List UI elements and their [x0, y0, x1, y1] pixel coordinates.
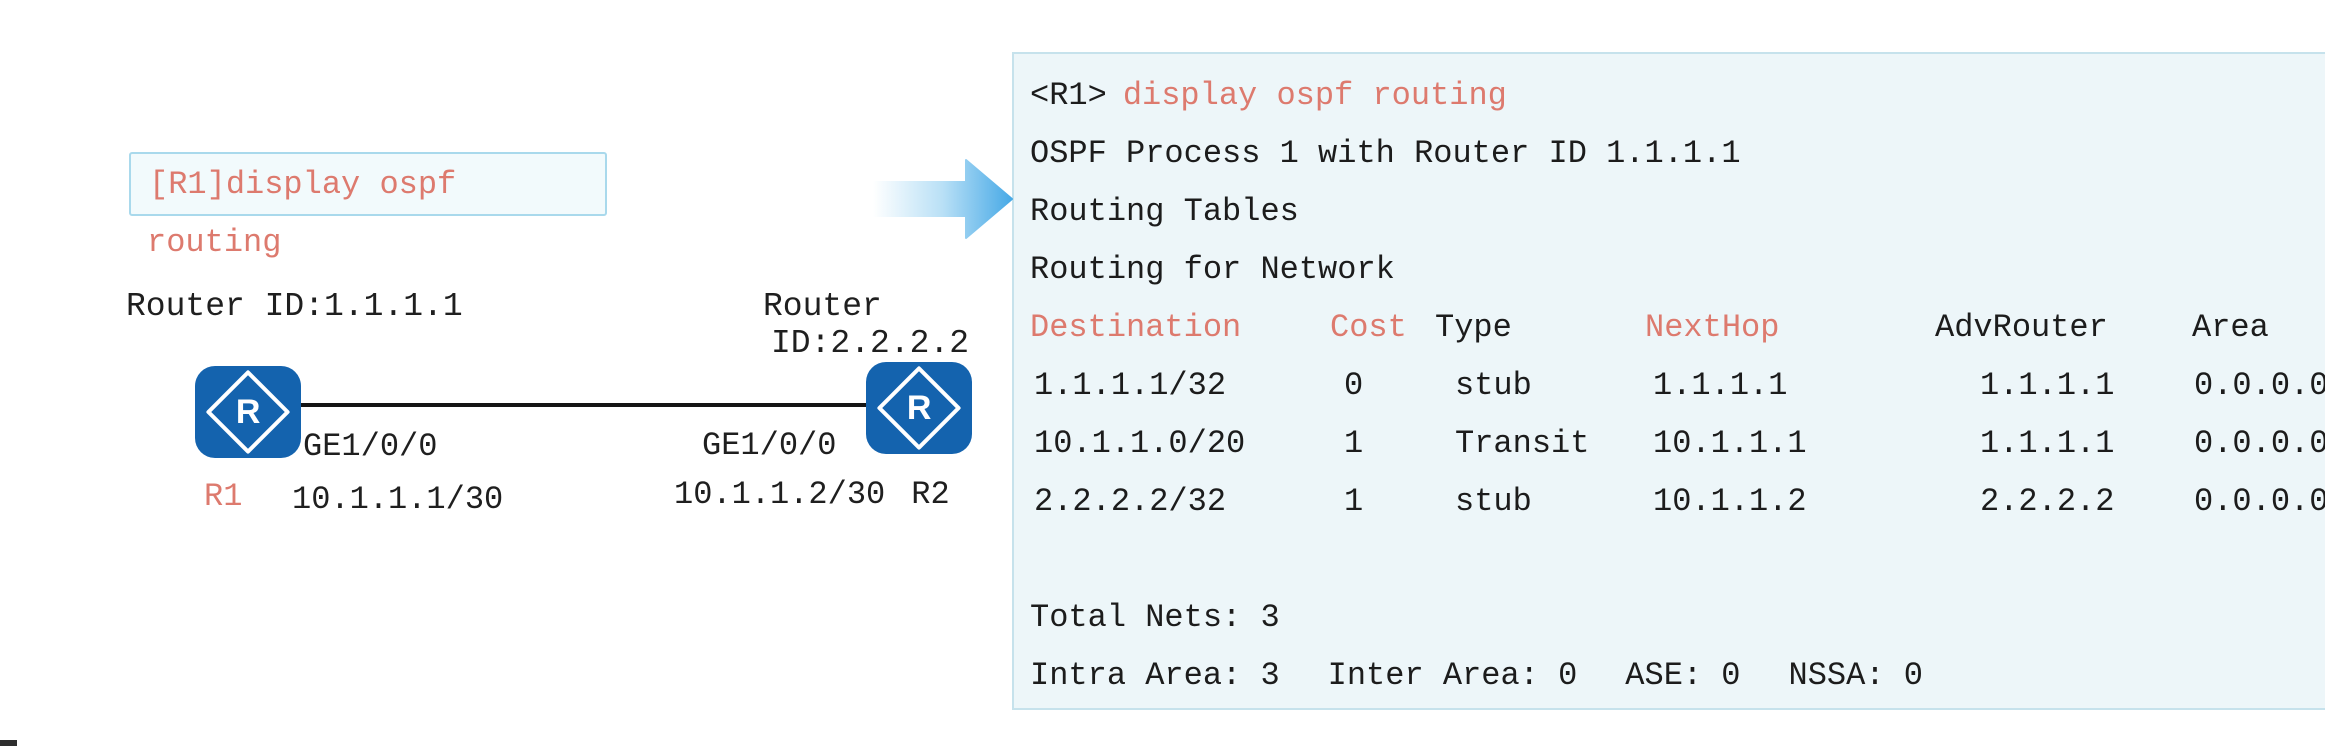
route-area: 0.0.0.0: [2194, 366, 2325, 404]
route-type: stub: [1455, 482, 1532, 520]
route-cost: 1: [1344, 424, 1364, 462]
blank-line: [1030, 530, 2325, 588]
ospf-process-line: OSPF Process 1 with Router ID 1.1.1.1: [1030, 134, 1741, 172]
ip-and-name-r2: 10.1.1.2/30 R2: [674, 476, 950, 513]
terminal-output-panel: <R1> display ospf routing OSPF Process 1…: [1012, 52, 2325, 710]
column-header-advrouter: AdvRouter: [1935, 308, 2108, 346]
route-destination: 1.1.1.1/32: [1034, 366, 1227, 404]
route-destination: 2.2.2.2/32: [1034, 482, 1227, 520]
interface-label-r1: GE1/0/0: [303, 428, 438, 465]
cli-command: display ospf routing: [1122, 76, 1507, 114]
route-nexthop: 10.1.1.2: [1653, 482, 1807, 520]
route-cost: 0: [1344, 366, 1364, 404]
ip-label-r1: 10.1.1.1/30: [292, 481, 504, 518]
router-icon-r1: R: [195, 366, 301, 458]
summary-ase: ASE: 0: [1625, 656, 1741, 694]
router-id-r2-line2: ID:2.2.2.2: [771, 325, 970, 362]
interface-label-r2: GE1/0/0: [702, 427, 837, 464]
command-text-line1: [R1]display ospf: [149, 165, 457, 203]
route-advrouter: 2.2.2.2: [1980, 482, 2115, 520]
route-destination: 10.1.1.0/20: [1034, 424, 1246, 462]
router-diamond-icon: R: [876, 365, 962, 451]
area-summary-line: Intra Area: 3 Inter Area: 0 ASE: 0 NSSA:…: [1030, 646, 2325, 704]
column-header-type: Type: [1435, 308, 1512, 346]
route-area: 0.0.0.0: [2194, 424, 2325, 462]
summary-nssa: NSSA: 0: [1788, 656, 1923, 694]
route-type: Transit: [1455, 424, 1590, 462]
cli-prompt: <R1>: [1030, 76, 1107, 114]
summary-inter-area: Inter Area: 0: [1327, 656, 1578, 694]
command-text-line2: routing: [147, 224, 282, 261]
route-advrouter: 1.1.1.1: [1980, 424, 2115, 462]
column-header-nexthop: NextHop: [1645, 308, 1780, 346]
route-row: 1.1.1.1/32 0 stub 1.1.1.1 1.1.1.1 0.0.0.0: [1030, 356, 2325, 414]
route-row: 10.1.1.0/20 1 Transit 10.1.1.1 1.1.1.1 0.0.0.…: [1030, 414, 2325, 472]
column-header-destination: Destination: [1030, 308, 1242, 346]
summary-intra-area: Intra Area: 3: [1030, 656, 1280, 694]
route-cost: 1: [1344, 482, 1364, 520]
column-header-cost: Cost: [1330, 308, 1407, 346]
route-nexthop: 1.1.1.1: [1653, 366, 1788, 404]
router-id-label-r2: Router ID:2.2.2.2: [763, 288, 969, 362]
routing-for-network-line: Routing for Network: [1030, 250, 1395, 288]
bottom-left-fragment: [0, 740, 17, 746]
router-id-r2-line1: Router: [763, 288, 882, 325]
network-link-line: [300, 403, 868, 407]
route-row: 2.2.2.2/32 1 stub 10.1.1.2 2.2.2.2 0.0.0.0: [1030, 472, 2325, 530]
router-name-r1: R1: [204, 478, 243, 515]
command-highlight-box: [R1]display ospf: [129, 152, 607, 216]
routing-tables-line: Routing Tables: [1030, 192, 1299, 230]
router-icon-letter: R: [906, 389, 932, 427]
right-arrow-icon: [872, 156, 1014, 247]
ip-label-r2: 10.1.1.2/30: [674, 476, 886, 513]
router-diamond-icon: R: [205, 369, 291, 455]
route-area: 0.0.0.0: [2194, 482, 2325, 520]
router-name-r2: R2: [911, 476, 950, 513]
route-nexthop: 10.1.1.1: [1653, 424, 1807, 462]
route-table-header: Destination Cost Type NextHop AdvRouter Area: [1030, 298, 2325, 356]
router-id-label-r1: Router ID:1.1.1.1: [126, 288, 463, 325]
column-header-area: Area: [2192, 308, 2269, 346]
route-type: stub: [1455, 366, 1532, 404]
router-icon-letter: R: [235, 393, 261, 431]
terminal-command-line: <R1> display ospf routing: [1030, 66, 2325, 124]
route-advrouter: 1.1.1.1: [1980, 366, 2115, 404]
router-icon-r2: R: [866, 362, 972, 454]
total-nets-line: Total Nets: 3: [1030, 598, 1280, 636]
